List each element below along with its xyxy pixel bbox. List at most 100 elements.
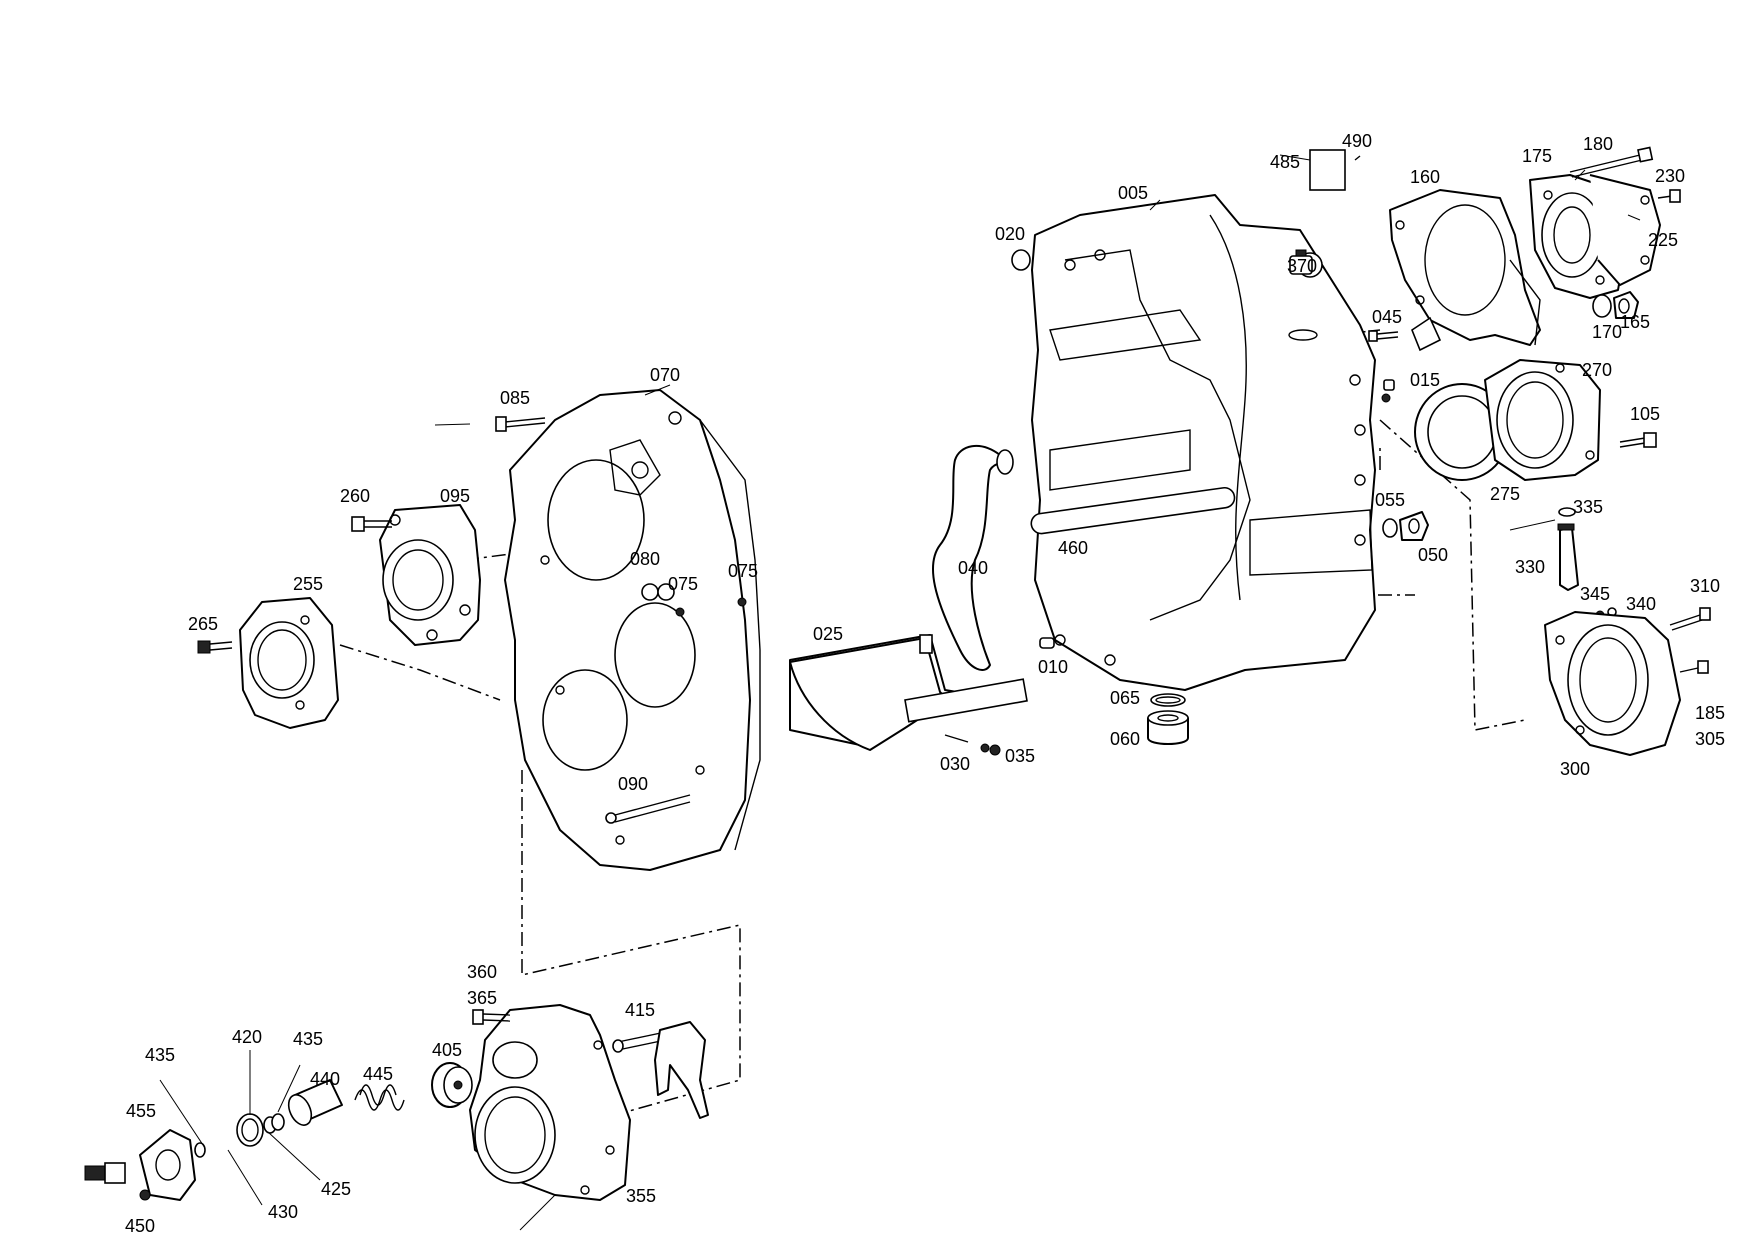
label-060: 060 <box>1110 729 1140 749</box>
label-415: 415 <box>625 1000 655 1020</box>
plug-020 <box>1011 249 1031 271</box>
label-430: 430 <box>268 1202 298 1222</box>
plug-055-050 <box>1382 511 1429 541</box>
label-340: 340 <box>1626 594 1656 614</box>
bolt-045 <box>1368 330 1399 342</box>
label-360: 360 <box>467 962 497 982</box>
seal-170-165 <box>1592 291 1639 319</box>
label-270: 270 <box>1582 360 1612 380</box>
bolt-230 <box>1657 189 1681 203</box>
oring-435 <box>194 1142 206 1158</box>
housing-300 <box>1544 611 1681 756</box>
bolt-310 <box>1669 607 1711 631</box>
plug-015 <box>1381 379 1395 403</box>
label-255: 255 <box>293 574 323 594</box>
label-170: 170 <box>1592 322 1622 342</box>
piston-440 <box>287 1079 343 1126</box>
label-455: 455 <box>126 1101 156 1121</box>
label-305: 305 <box>1695 729 1725 749</box>
cylinder-cover-455 <box>139 1129 196 1201</box>
label-040: 040 <box>958 558 988 578</box>
shift-housing-355 <box>469 1004 631 1201</box>
label-165: 165 <box>1620 312 1650 332</box>
screw-030-035 <box>944 734 1001 756</box>
oring-425 <box>263 1113 285 1134</box>
main-housing-005 <box>1030 194 1376 691</box>
label-230: 230 <box>1655 166 1685 186</box>
label-095: 095 <box>440 486 470 506</box>
gasket-275 <box>1414 383 1510 481</box>
label-035: 035 <box>1005 746 1035 766</box>
label-045: 045 <box>1372 307 1402 327</box>
shift-fork-415 <box>612 1021 709 1119</box>
label-450: 450 <box>125 1216 155 1236</box>
label-405: 405 <box>432 1040 462 1060</box>
label-490: 490 <box>1342 131 1372 151</box>
label-345: 345 <box>1580 584 1610 604</box>
label-485: 485 <box>1270 152 1300 172</box>
label-260: 260 <box>340 486 370 506</box>
bolt-185 <box>1679 660 1709 674</box>
cover-255 <box>239 597 339 729</box>
label-005: 005 <box>1118 183 1148 203</box>
ring-420 <box>236 1113 264 1147</box>
label-160: 160 <box>1410 167 1440 187</box>
spring-445 <box>354 1084 405 1111</box>
label-080: 080 <box>630 549 660 569</box>
label-445: 445 <box>363 1064 393 1084</box>
label-300: 300 <box>1560 759 1590 779</box>
label-030: 030 <box>940 754 970 774</box>
pin-010 <box>1039 637 1055 649</box>
bolt-365 <box>472 1009 511 1025</box>
label-185: 185 <box>1695 703 1725 723</box>
label-010: 010 <box>1038 657 1068 677</box>
label-175: 175 <box>1522 146 1552 166</box>
ring-065 <box>1150 693 1186 707</box>
housing-270 <box>1484 359 1601 481</box>
label-275: 275 <box>1490 484 1520 504</box>
label-plate-485 <box>1309 149 1361 191</box>
bolt-260 <box>351 516 392 532</box>
label-330: 330 <box>1515 557 1545 577</box>
bolt-085 <box>495 416 546 432</box>
label-435b: 435 <box>293 1029 323 1049</box>
label-070: 070 <box>650 365 680 385</box>
label-335: 335 <box>1573 497 1603 517</box>
gasket-225 <box>1589 174 1661 286</box>
label-065: 065 <box>1110 688 1140 708</box>
label-055: 055 <box>1375 490 1405 510</box>
label-180: 180 <box>1583 134 1613 154</box>
breather-450 <box>84 1162 151 1201</box>
label-265: 265 <box>188 614 218 634</box>
label-075a: 075 <box>668 574 698 594</box>
label-310: 310 <box>1690 576 1720 596</box>
part-labels: 005 010 015 020 025 030 035 040 045 050 … <box>125 131 1725 1236</box>
label-090: 090 <box>618 774 648 794</box>
label-020: 020 <box>995 224 1025 244</box>
label-420: 420 <box>232 1027 262 1047</box>
label-460: 460 <box>1058 538 1088 558</box>
bearing-060 <box>1147 710 1189 745</box>
disc-405 <box>431 1062 473 1108</box>
label-075b: 075 <box>728 561 758 581</box>
bolt-180 <box>1569 146 1654 178</box>
intermediate-housing-070 <box>504 389 761 871</box>
label-225: 225 <box>1648 230 1678 250</box>
label-105: 105 <box>1630 404 1660 424</box>
pipe-040 <box>932 445 1014 671</box>
label-440: 440 <box>310 1069 340 1089</box>
label-425: 425 <box>321 1179 351 1199</box>
bolt-265 <box>197 640 233 654</box>
label-025: 025 <box>813 624 843 644</box>
plug-370 <box>1289 249 1313 275</box>
label-370: 370 <box>1287 256 1317 276</box>
valve-330 <box>1557 507 1579 591</box>
bolt-105 <box>1619 432 1657 448</box>
label-085: 085 <box>500 388 530 408</box>
label-015: 015 <box>1410 370 1440 390</box>
cover-160 <box>1389 189 1541 352</box>
label-050: 050 <box>1418 545 1448 565</box>
label-355: 355 <box>626 1186 656 1206</box>
cover-095 <box>379 504 481 646</box>
